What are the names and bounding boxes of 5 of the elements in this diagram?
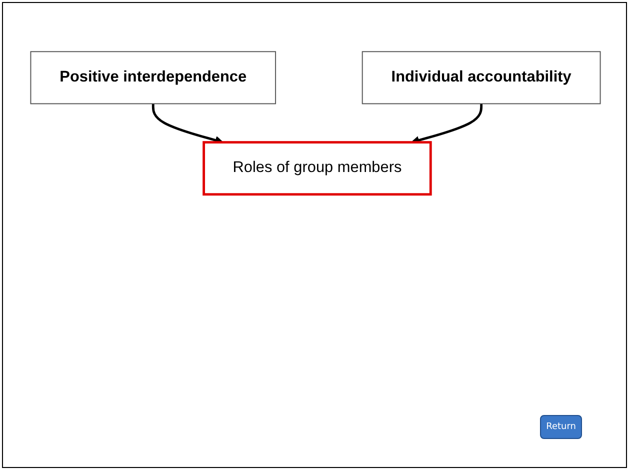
slide-background: Positive interdependence Individual accountability Roles of group members Return (2, 2, 627, 468)
node-box (362, 51, 601, 104)
node-box (202, 141, 432, 196)
return-button: Return (540, 415, 582, 439)
node-box (30, 51, 276, 104)
